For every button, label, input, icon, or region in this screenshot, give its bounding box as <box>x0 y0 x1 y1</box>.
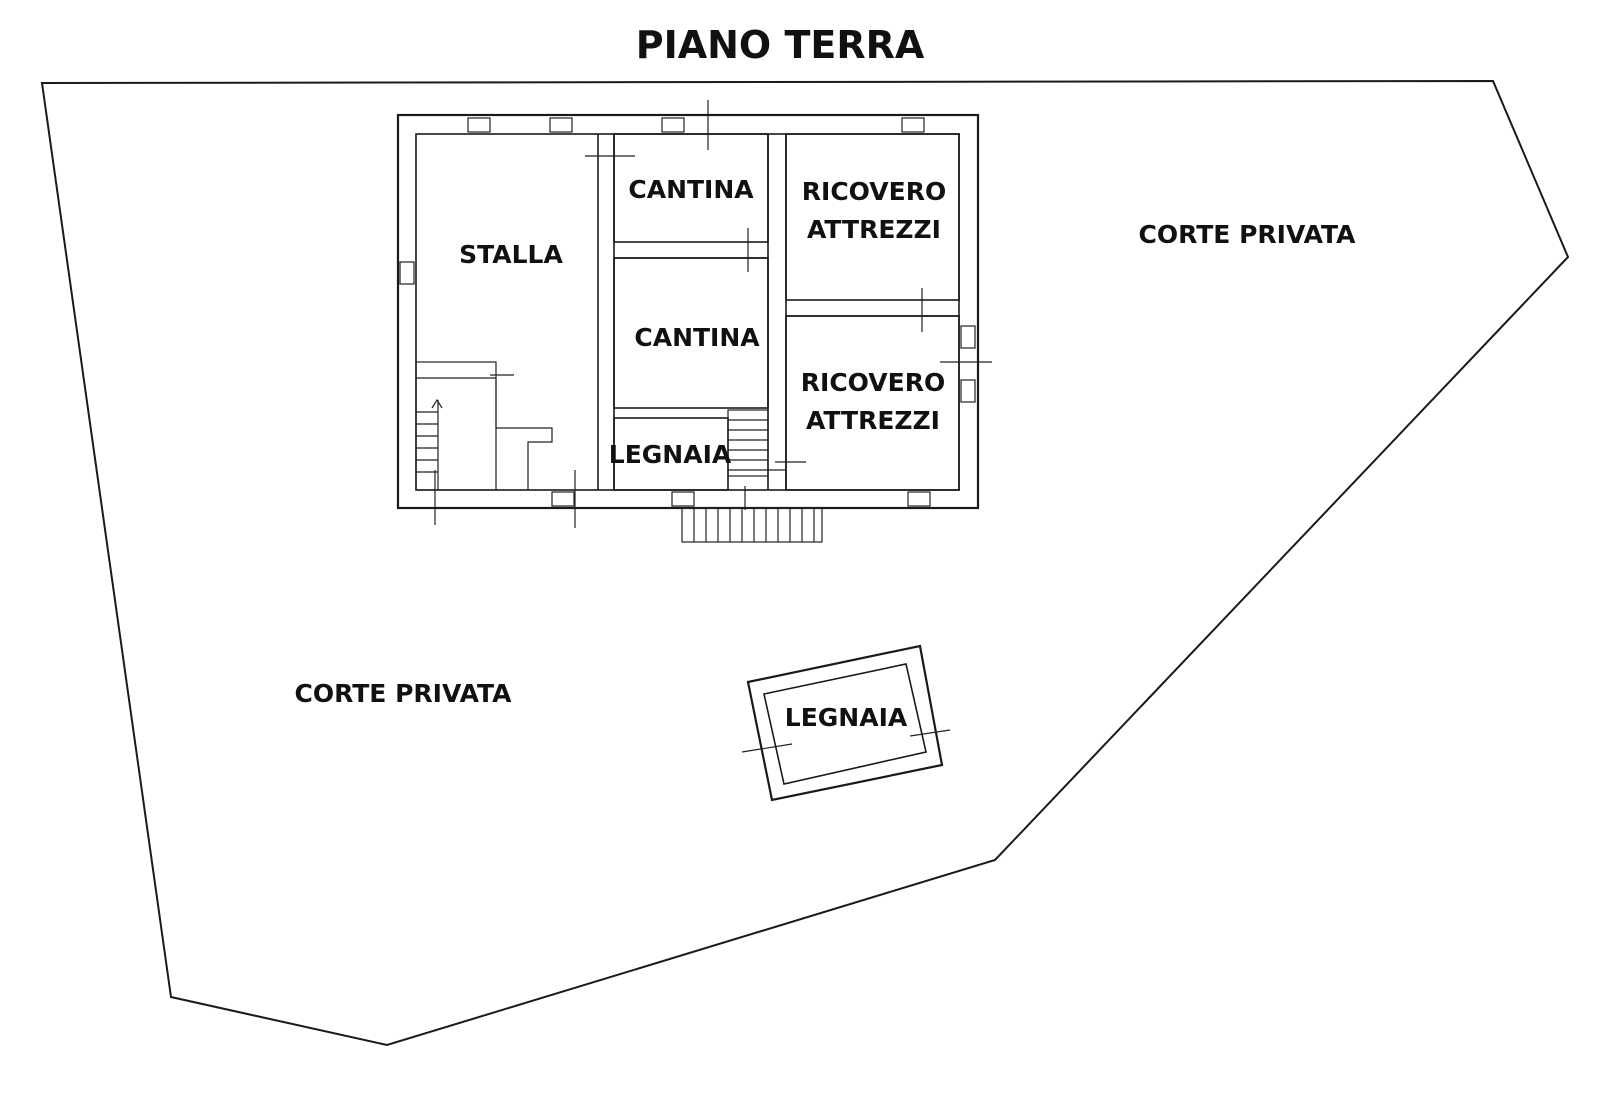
stair-internal <box>727 409 786 477</box>
label-ricovero-bottom-2: ATTREZZI <box>806 406 940 435</box>
label-legnaia-outbuilding: LEGNAIA <box>785 703 908 732</box>
page-title: PIANO TERRA <box>636 23 925 67</box>
room-cantina-mid <box>613 257 769 409</box>
label-ricovero-bottom-1: RICOVERO <box>801 368 945 397</box>
property-boundary <box>40 79 1570 1047</box>
windows-top <box>399 117 976 507</box>
label-legnaia-inner: LEGNAIA <box>609 440 732 469</box>
main-building <box>396 100 992 543</box>
room-ricovero-bottom <box>785 315 960 491</box>
door-marks <box>434 100 992 528</box>
stair-stalla <box>415 361 553 491</box>
label-corte-right: CORTE PRIVATA <box>1139 220 1357 249</box>
label-corte-left: CORTE PRIVATA <box>295 679 513 708</box>
label-stalla: STALLA <box>459 240 563 269</box>
label-cantina-top: CANTINA <box>628 175 754 204</box>
label-cantina-mid: CANTINA <box>634 323 760 352</box>
label-ricovero-top-2: ATTREZZI <box>807 215 941 244</box>
outbuilding-legnaia <box>741 644 951 802</box>
room-cantina-top <box>613 133 769 243</box>
room-ricovero-top <box>785 133 960 301</box>
label-ricovero-top-1: RICOVERO <box>802 177 946 206</box>
external-steps <box>681 507 823 543</box>
